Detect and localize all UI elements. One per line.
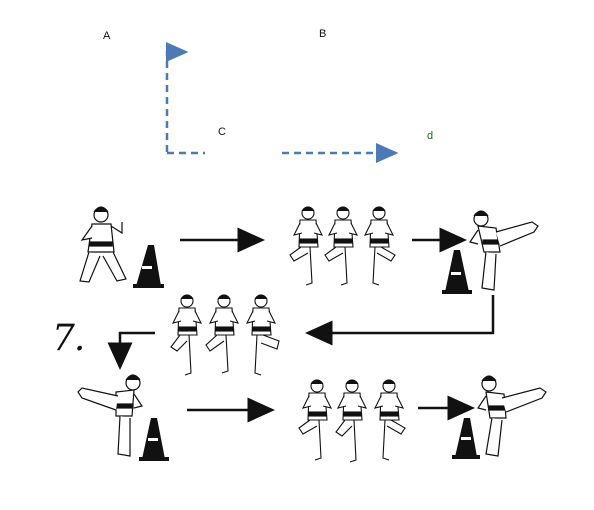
label-b: B	[319, 28, 327, 40]
cone-3	[139, 418, 169, 461]
arrow-3	[305, 295, 495, 346]
cone-4	[452, 418, 480, 459]
label-d: d	[427, 130, 434, 142]
label-a: A	[103, 30, 111, 42]
dashed-path-lines	[165, 42, 399, 163]
side-kick-karateka-1	[469, 210, 539, 291]
cone-1	[133, 245, 164, 288]
knee-raise-group-3	[298, 379, 406, 463]
flow-arrows	[107, 227, 495, 423]
label-c: C	[218, 126, 226, 138]
side-kick-karateka-2	[77, 374, 143, 457]
side-kick-karateka-3	[477, 375, 547, 457]
step-number: 7.	[52, 318, 85, 359]
ready-stance-karateka	[79, 206, 127, 283]
cone-2	[442, 250, 472, 294]
knee-raise-group-1	[289, 206, 396, 286]
knee-raise-group-2	[170, 294, 280, 376]
arrow-4	[107, 331, 155, 370]
